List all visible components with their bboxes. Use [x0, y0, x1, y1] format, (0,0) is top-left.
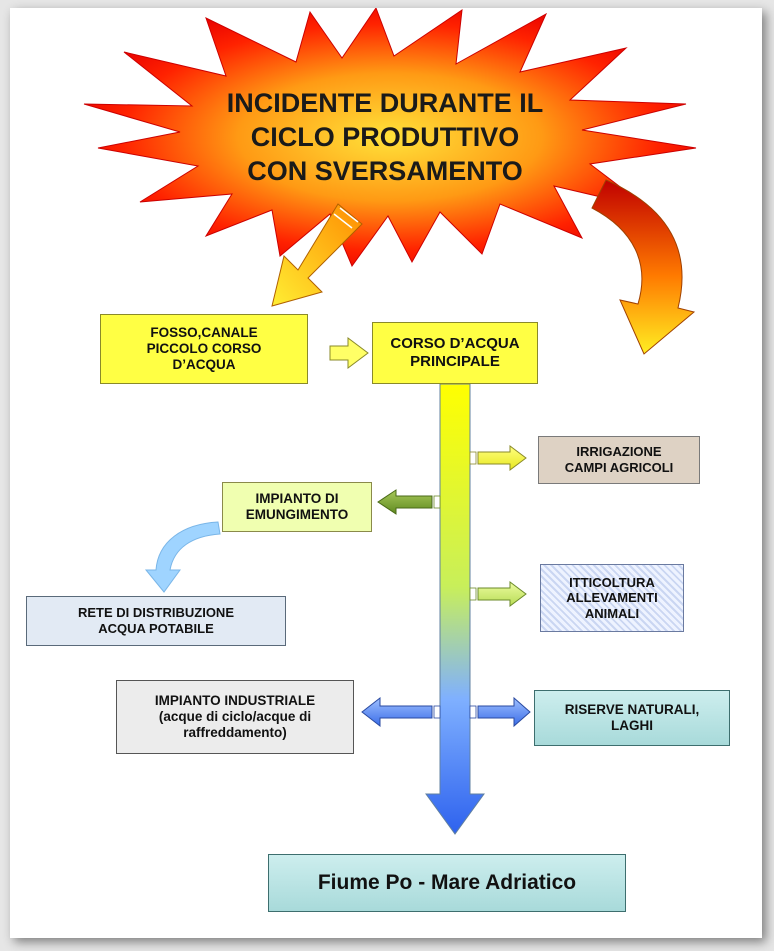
incident-title: INCIDENTE DURANTE IL CICLO PRODUTTIVO CO… — [226, 88, 544, 186]
arrow-to-emungimento — [377, 489, 433, 515]
node-emungimento: IMPIANTO DI EMUNGIMENTO — [222, 482, 372, 532]
arrow-burst-to-fosso — [271, 203, 363, 307]
diagram-canvas — [83, 8, 697, 835]
arrow-to-riserve — [477, 696, 531, 728]
node-rete-distribuzione: RETE DI DISTRIBUZIONE ACQUA POTABILE — [26, 596, 286, 646]
node-fosso: FOSSO,CANALE PICCOLO CORSO D’ACQUA — [100, 314, 308, 384]
branch-stub — [433, 705, 441, 719]
arrow-to-itticoltura — [477, 581, 527, 607]
arrow-stripe — [339, 207, 359, 223]
arrow-stripe — [333, 213, 353, 229]
node-corso-principale: CORSO D’ACQUA PRINCIPALE — [372, 322, 538, 384]
node-impianto-industriale: IMPIANTO INDUSTRIALE (acque di ciclo/acq… — [116, 680, 354, 754]
arrow-to-industriale — [361, 696, 433, 728]
branch-stub — [469, 587, 477, 601]
node-riserve-naturali: RISERVE NATURALI, LAGHI — [534, 690, 730, 746]
page: INCIDENTE DURANTE IL CICLO PRODUTTIVO CO… — [10, 8, 762, 938]
main-flow-arrow — [425, 383, 485, 835]
arrow-to-irrigazione — [477, 445, 527, 471]
branch-stub — [469, 451, 477, 465]
branch-stub — [469, 705, 477, 719]
arrow-emungimento-to-rete — [144, 521, 221, 593]
explosion-burst — [83, 8, 697, 268]
node-fiume-po: Fiume Po - Mare Adriatico — [268, 854, 626, 912]
arrow-burst-to-corso — [591, 179, 696, 355]
arrow-fosso-to-corso — [329, 337, 369, 369]
node-itticoltura: ITTICOLTURA ALLEVAMENTI ANIMALI — [540, 564, 684, 632]
node-irrigazione: IRRIGAZIONE CAMPI AGRICOLI — [538, 436, 700, 484]
branch-stub — [433, 495, 441, 509]
